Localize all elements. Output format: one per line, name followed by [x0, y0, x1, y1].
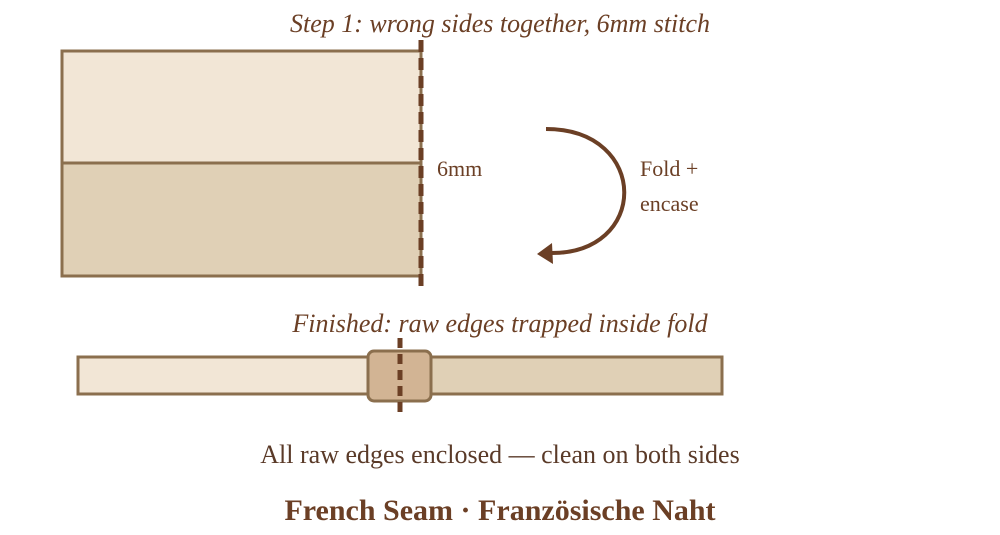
step1-fabric-layers [60, 49, 423, 278]
seam-allowance-label: 6mm [437, 156, 482, 181]
step1-label: Step 1: wrong sides together, 6mm stitch [290, 9, 710, 38]
finished-label: Finished: raw edges trapped inside fold [291, 309, 708, 338]
finished-seam [76, 338, 724, 412]
finished-fabric-right [426, 355, 724, 396]
fabric-layer-bottom [60, 161, 423, 278]
diagram-title: French Seam · Französische Naht [284, 494, 715, 527]
summary-note: All raw edges enclosed — clean on both s… [260, 440, 739, 469]
fold-label-line1: Fold + [640, 156, 698, 181]
fabric-layer-top [60, 49, 423, 165]
finished-fabric-left [76, 355, 372, 396]
fold-label-line2: encase [640, 191, 699, 216]
fold-label: Fold + encase [640, 156, 704, 216]
fold-arrow-icon [537, 127, 627, 264]
